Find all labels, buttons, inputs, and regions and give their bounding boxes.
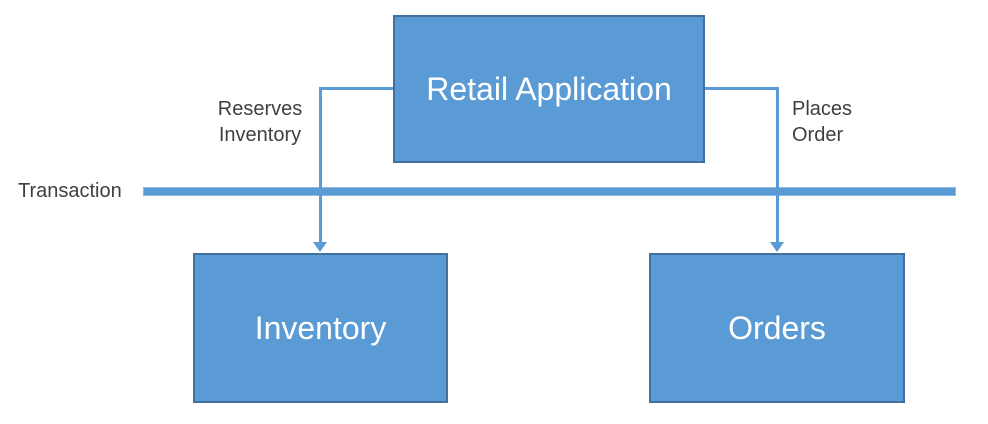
node-retail-application: Retail Application <box>393 15 705 163</box>
node-orders: Orders <box>649 253 905 403</box>
node-label: Inventory <box>254 309 387 346</box>
connector-places-vertical <box>776 87 779 242</box>
edge-label-line: Reserves <box>217 98 303 120</box>
connector-places-horizontal <box>705 87 779 90</box>
transaction-label: Transaction <box>18 180 122 202</box>
transaction-line <box>143 187 956 196</box>
node-label: Retail Application <box>426 70 672 107</box>
edge-label-line: Order <box>792 124 844 146</box>
edge-label-reserves-inventory: Reserves Inventory <box>190 96 330 148</box>
node-label: Orders <box>728 309 826 346</box>
edge-label-line: Places <box>792 98 853 120</box>
node-inventory: Inventory <box>193 253 448 403</box>
arrowhead-down-icon <box>313 242 327 252</box>
arrowhead-down-icon <box>770 242 784 252</box>
edge-label-places-order: Places Order <box>792 96 852 148</box>
connector-reserves-vertical <box>319 87 322 242</box>
connector-reserves-horizontal <box>319 87 393 90</box>
edge-label-line: Inventory <box>218 124 302 146</box>
